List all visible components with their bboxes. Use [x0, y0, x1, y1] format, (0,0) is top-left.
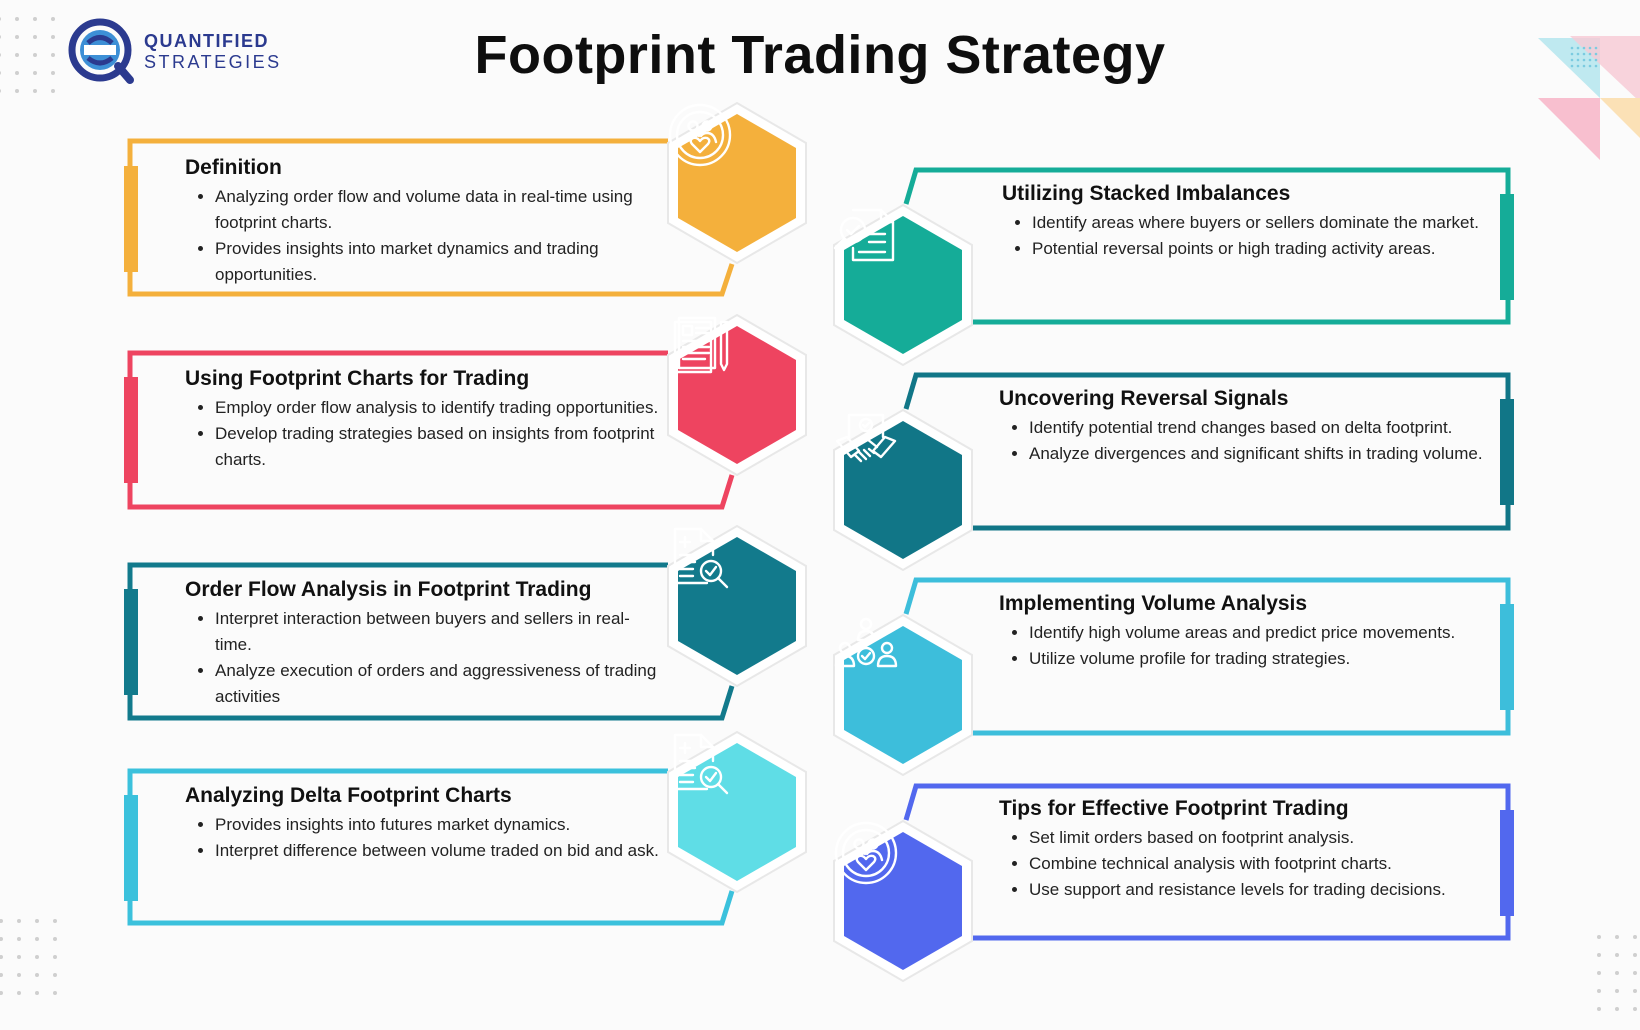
- card-left-order-flow: Order Flow Analysis in Footprint Trading…: [185, 578, 660, 710]
- frame-right-3-tab: [1500, 810, 1514, 916]
- hex-left-3: [665, 729, 809, 895]
- decor-dots-bottom-left: [0, 912, 64, 1002]
- frame-right-0-tab: [1500, 194, 1514, 300]
- bullet-item: Interpret difference between volume trad…: [215, 838, 660, 864]
- bullet-item: Analyzing order flow and volume data in …: [215, 184, 660, 236]
- card-left-using-footprint-charts: Using Footprint Charts for Trading Emplo…: [185, 367, 660, 473]
- card-right-reversal-signals: Uncovering Reversal Signals Identify pot…: [999, 387, 1489, 467]
- decor-triangles: [1538, 36, 1640, 160]
- card-right-tips: Tips for Effective Footprint Trading Set…: [999, 797, 1489, 903]
- frame-left-2-tab: [124, 589, 138, 695]
- bullet-list: Interpret interaction between buyers and…: [185, 606, 660, 710]
- hex-right-3: [831, 818, 975, 984]
- hex-left-1: [665, 312, 809, 478]
- hex-left-2: [665, 523, 809, 689]
- frame-right-3: [903, 783, 1511, 941]
- document-magnifier-icon: [833, 208, 895, 262]
- hex-right-2: [831, 612, 975, 778]
- card-title: Tips for Effective Footprint Trading: [999, 797, 1349, 820]
- bullet-item: Identify potential trend changes based o…: [1029, 415, 1489, 441]
- bullet-item: Analyze execution of orders and aggressi…: [215, 658, 660, 710]
- decor-dots-top-left: [0, 10, 62, 100]
- card-title: Order Flow Analysis in Footprint Trading: [185, 578, 592, 601]
- bullet-list: Identify potential trend changes based o…: [999, 415, 1489, 467]
- decor-dots-bottom-right: [1590, 928, 1640, 1018]
- card-right-stacked-imbalances: Utilizing Stacked Imbalances Identify ar…: [1002, 182, 1492, 262]
- frame-right-2-tab: [1500, 604, 1514, 710]
- card-title: Using Footprint Charts for Trading: [185, 367, 530, 390]
- frame-right-1: [903, 372, 1511, 531]
- card-title: Uncovering Reversal Signals: [999, 387, 1289, 410]
- bullet-item: Potential reversal points or high tradin…: [1032, 236, 1492, 262]
- frame-left-1: [127, 350, 735, 510]
- bullet-list: Analyzing order flow and volume data in …: [185, 184, 660, 288]
- card-title: Analyzing Delta Footprint Charts: [185, 784, 512, 807]
- bullet-list: Identify areas where buyers or sellers d…: [1002, 210, 1492, 262]
- bullet-item: Interpret interaction between buyers and…: [215, 606, 660, 658]
- page-title: Footprint Trading Strategy: [474, 25, 1166, 85]
- card-title: Implementing Volume Analysis: [999, 592, 1308, 615]
- checklist-search-icon: [673, 733, 729, 795]
- bullet-item: Identify high volume areas and predict p…: [1029, 620, 1489, 646]
- bullet-item: Utilize volume profile for trading strat…: [1029, 646, 1489, 672]
- hex-left-0-fill: [678, 114, 796, 252]
- bullet-item: Provides insights into futures market dy…: [215, 812, 660, 838]
- frame-left-3: [127, 768, 735, 926]
- bullet-item: Provides insights into market dynamics a…: [215, 236, 660, 288]
- bullet-list: Set limit orders based on footprint anal…: [999, 825, 1489, 903]
- hex-right-0: [831, 202, 975, 368]
- bullet-item: Analyze divergences and significant shif…: [1029, 441, 1489, 467]
- handshake-icon: [835, 413, 897, 463]
- document-pen-icon: [673, 316, 729, 374]
- group-heart-icon: [834, 821, 898, 885]
- logo-line-2: STRATEGIES: [144, 52, 282, 72]
- hex-right-1: [831, 407, 975, 573]
- bullet-item: Combine technical analysis with footprin…: [1029, 851, 1489, 877]
- card-right-volume-analysis: Implementing Volume Analysis Identify hi…: [999, 592, 1489, 672]
- card-left-definition: Definition Analyzing order flow and volu…: [185, 156, 660, 288]
- bullet-item: Use support and resistance levels for tr…: [1029, 877, 1489, 903]
- group-heart-icon: [668, 103, 732, 167]
- frame-left-3-tab: [124, 795, 138, 901]
- bullet-list: Provides insights into futures market dy…: [185, 812, 660, 864]
- team-check-icon: [834, 617, 898, 668]
- checklist-search-icon: [673, 527, 729, 589]
- logo-line-1: QUANTIFIED: [144, 31, 269, 51]
- card-title: Utilizing Stacked Imbalances: [1002, 182, 1291, 205]
- card-title: Definition: [185, 156, 282, 179]
- frame-right-0: [903, 167, 1511, 325]
- frame-left-2: [127, 562, 735, 721]
- bullet-list: Identify high volume areas and predict p…: [999, 620, 1489, 672]
- bullet-item: Employ order flow analysis to identify t…: [215, 395, 660, 421]
- frame-left-0: [127, 138, 735, 297]
- bullet-item: Develop trading strategies based on insi…: [215, 421, 660, 473]
- brand-logo[interactable]: QUANTIFIED STRATEGIES: [66, 16, 296, 88]
- hex-left-0: [665, 100, 809, 266]
- frame-left-0-tab: [124, 166, 138, 272]
- bullet-item: Identify areas where buyers or sellers d…: [1032, 210, 1492, 236]
- frame-left-1-tab: [124, 377, 138, 483]
- logo-mark-icon: [68, 18, 134, 84]
- frame-right-1-tab: [1500, 399, 1514, 505]
- frame-right-2: [903, 577, 1511, 736]
- bullet-item: Set limit orders based on footprint anal…: [1029, 825, 1489, 851]
- bullet-list: Employ order flow analysis to identify t…: [185, 395, 660, 473]
- card-left-delta: Analyzing Delta Footprint Charts Provide…: [185, 784, 660, 864]
